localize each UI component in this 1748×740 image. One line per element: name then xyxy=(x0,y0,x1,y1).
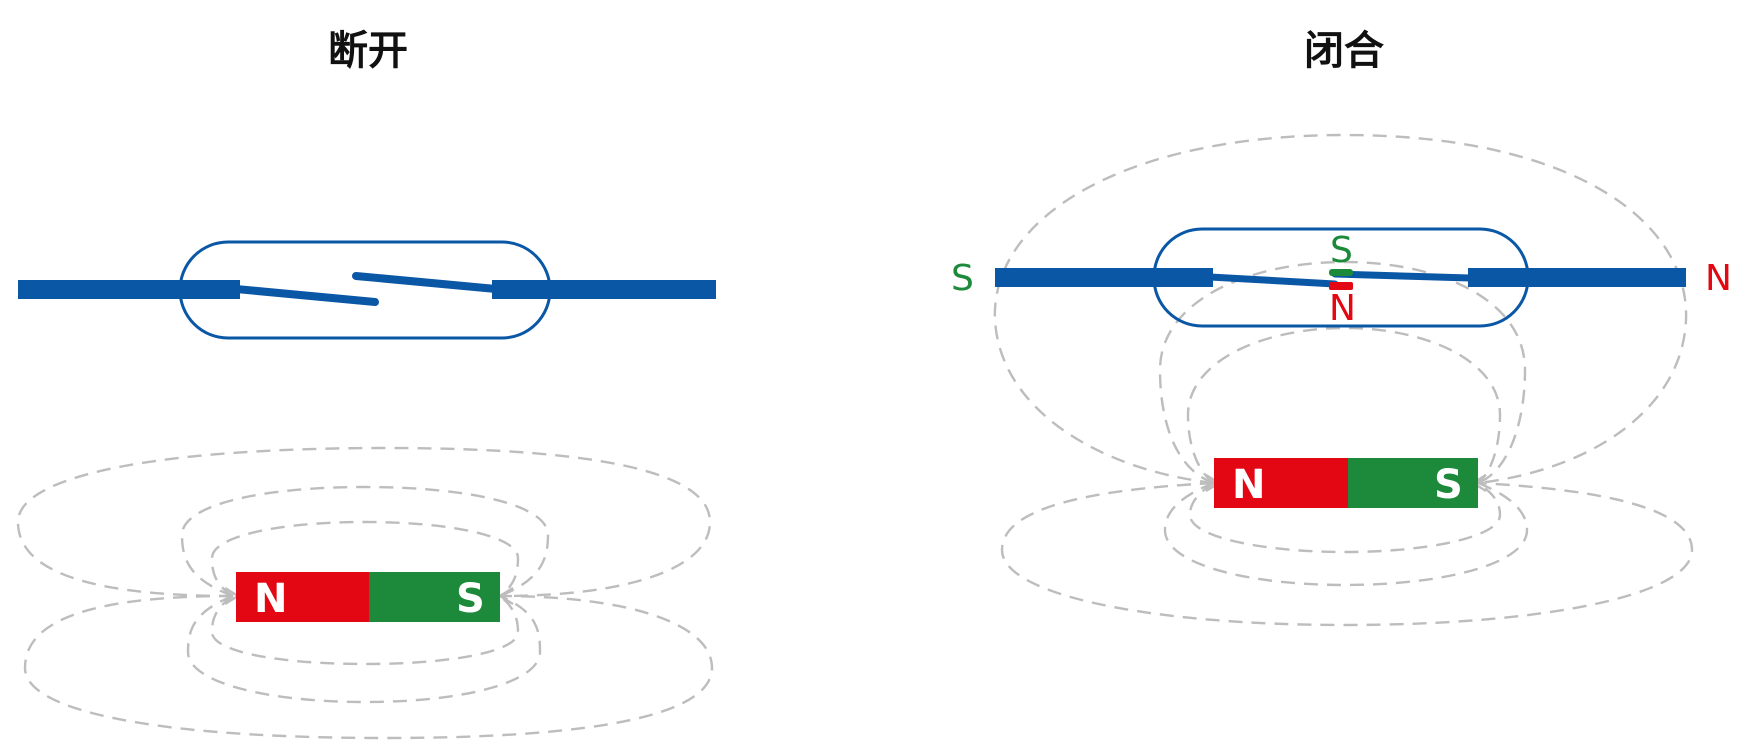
left-reed-blade xyxy=(1206,273,1339,288)
right-reed-blade xyxy=(352,272,500,293)
magnet-north-half xyxy=(1214,458,1348,508)
contact-north-mark xyxy=(1329,282,1353,290)
closed-panel: S N S N N S xyxy=(951,133,1732,627)
left-reed-blade xyxy=(232,285,379,306)
field-line xyxy=(1158,260,1527,485)
magnet-north-label: N xyxy=(254,576,287,622)
contact-south-mark xyxy=(1329,269,1353,276)
magnet-north-label: N xyxy=(1232,462,1265,508)
field-line xyxy=(993,133,1688,485)
field-line xyxy=(16,446,712,598)
magnet-south-half xyxy=(1348,458,1478,508)
right-reed-blade xyxy=(1331,270,1474,282)
induced-pole-left-s: S xyxy=(951,258,974,299)
field-line xyxy=(210,520,520,598)
magnet-north-half xyxy=(236,572,369,622)
field-line xyxy=(210,595,520,666)
open-field-lines xyxy=(16,446,714,740)
left-lead xyxy=(18,280,240,299)
closed-field-lines xyxy=(993,133,1694,627)
induced-pole-contact-n: N xyxy=(1329,288,1356,329)
field-line xyxy=(186,594,542,704)
panel-title-open: 断开 xyxy=(328,28,408,74)
panel-title-closed: 闭合 xyxy=(1304,28,1384,74)
open-bar-magnet: N S xyxy=(236,572,500,622)
induced-pole-right-n: N xyxy=(1705,258,1732,299)
magnet-south-label: S xyxy=(456,576,485,622)
magnet-south-half xyxy=(369,572,500,622)
right-lead xyxy=(492,280,716,299)
field-line xyxy=(1186,326,1502,484)
field-line xyxy=(180,485,550,598)
open-panel: N S xyxy=(16,240,716,740)
closed-reed-switch xyxy=(995,227,1686,328)
field-line xyxy=(1000,481,1694,627)
open-reed-switch xyxy=(18,240,716,340)
left-lead xyxy=(995,268,1213,287)
right-lead xyxy=(1468,268,1686,287)
closed-induced-poles: S N S N xyxy=(951,230,1732,329)
magnet-south-label: S xyxy=(1434,462,1463,508)
field-line xyxy=(23,594,714,740)
field-line xyxy=(1188,481,1502,554)
induced-pole-contact-s: S xyxy=(1330,230,1353,271)
closed-bar-magnet: N S xyxy=(1214,458,1478,508)
